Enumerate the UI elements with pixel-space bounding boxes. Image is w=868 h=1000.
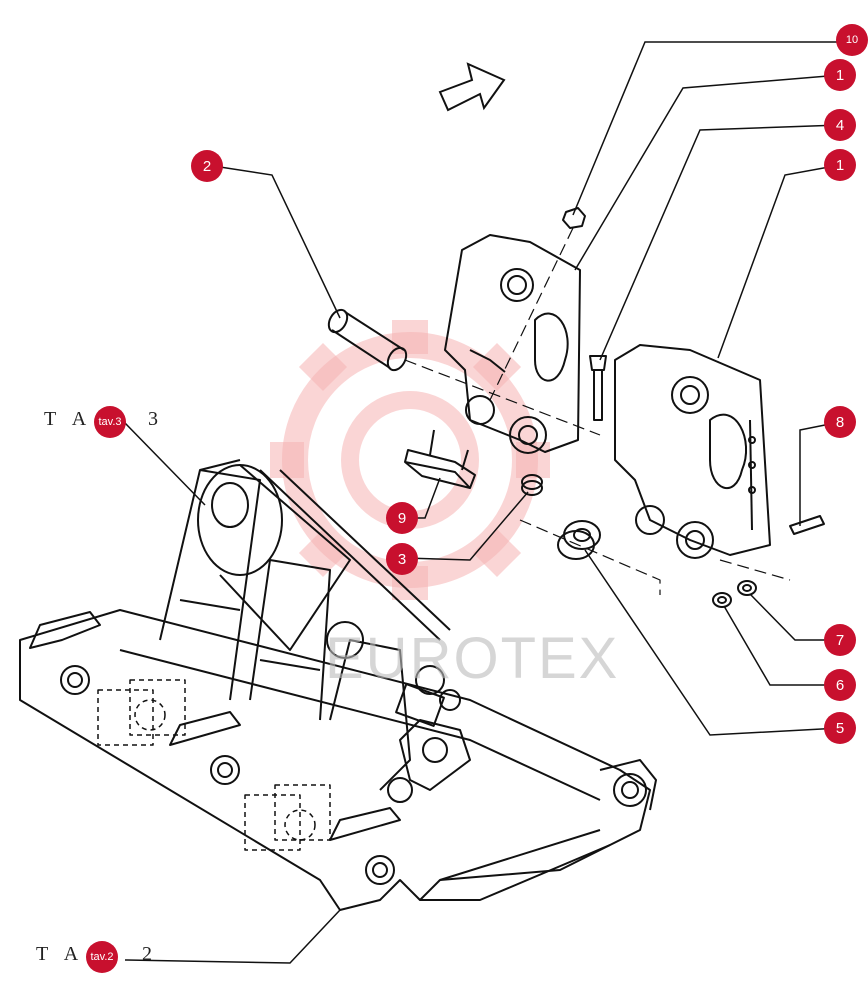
watermark-text: EUROTEX (325, 626, 620, 691)
callout-7[interactable]: 7 (824, 624, 856, 656)
table-ref-2-prefix: T A (36, 943, 85, 965)
nut-part (712, 592, 732, 608)
right-bracket-part (614, 344, 771, 559)
callout-3[interactable]: 3 (386, 543, 418, 575)
callout-9[interactable]: 9 (386, 502, 418, 534)
callout-4[interactable]: 4 (824, 109, 856, 141)
callout-6[interactable]: 6 (824, 669, 856, 701)
hydraulic-cylinder (197, 464, 461, 727)
table-ref-3-badge[interactable]: tav.3 (94, 406, 126, 438)
frame-pivots (387, 719, 471, 803)
bushing-large-part (557, 520, 601, 560)
screw-part (789, 515, 825, 535)
table-ref-2-suffix: 2 (142, 943, 158, 965)
pin-part (327, 308, 408, 372)
left-bracket-part (444, 234, 581, 454)
table-ref-2-badge[interactable]: tav.2 (86, 941, 118, 973)
bushing-small-part (521, 474, 543, 496)
rubber-pad-part (404, 429, 476, 489)
callout-1-right-bracket[interactable]: 1 (824, 149, 856, 181)
hex-nut-part (562, 207, 586, 229)
bolt-part (589, 355, 607, 421)
main-frame (19, 609, 657, 911)
callout-10[interactable]: 10 (836, 24, 868, 56)
support-towers (159, 459, 411, 791)
callout-8[interactable]: 8 (824, 406, 856, 438)
callout-2[interactable]: 2 (191, 150, 223, 182)
hidden-blocks (97, 679, 331, 851)
direction-arrow-icon (438, 62, 506, 112)
leader-lines (124, 41, 841, 964)
callout-5[interactable]: 5 (824, 712, 856, 744)
watermark-gear-teeth (270, 320, 550, 600)
washer-part (737, 580, 757, 596)
table-ref-3-prefix: T A (44, 408, 93, 430)
table-ref-3-suffix: 3 (148, 408, 164, 430)
callout-1-left-bracket[interactable]: 1 (824, 59, 856, 91)
